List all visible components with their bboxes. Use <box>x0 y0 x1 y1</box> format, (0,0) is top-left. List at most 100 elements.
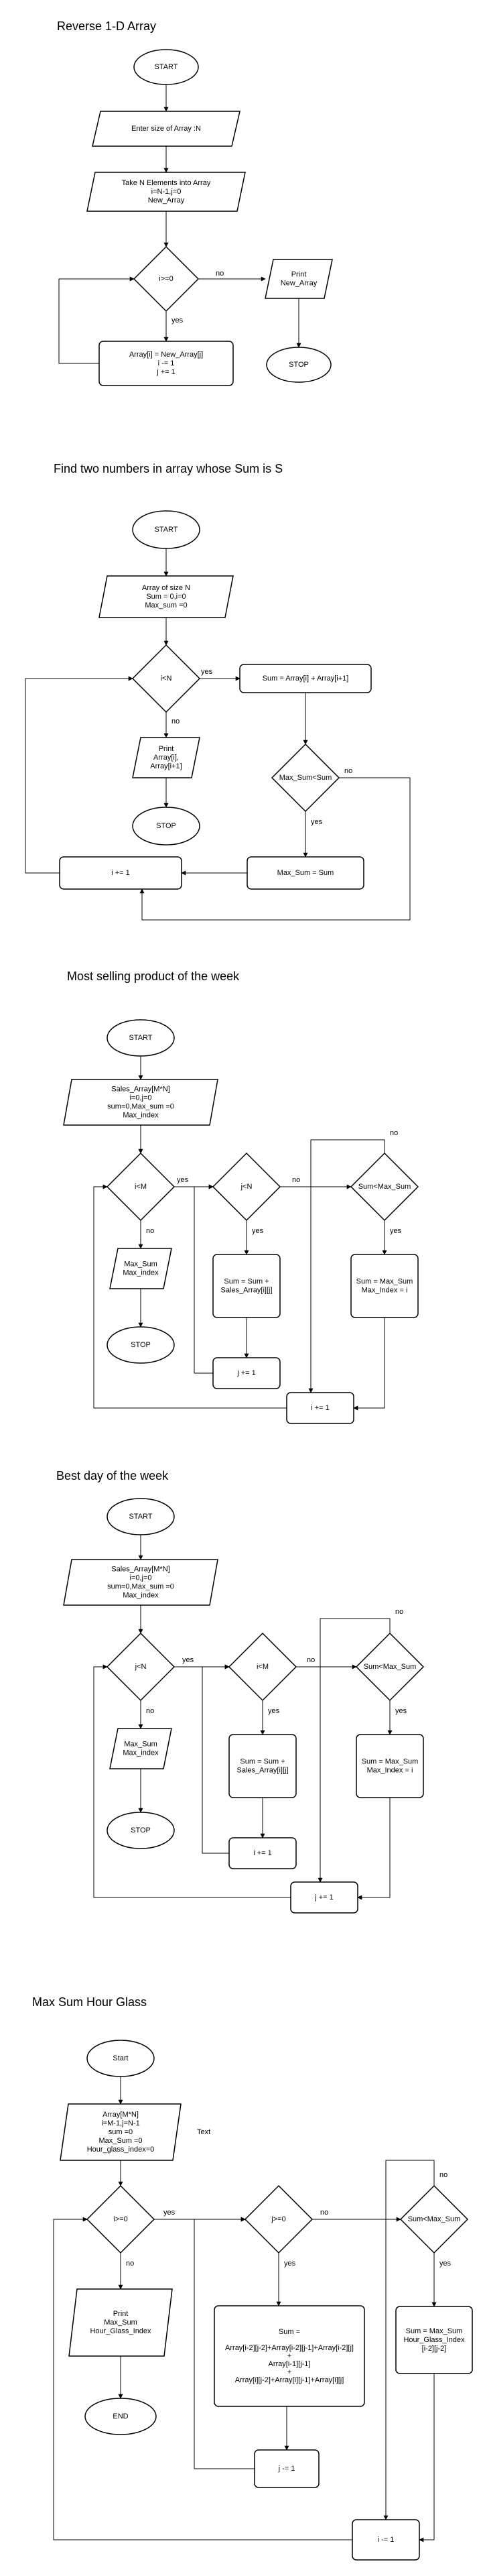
process-hour-glass-sum-line: + <box>287 2368 291 2376</box>
edge-label-no: no <box>146 1227 154 1235</box>
print-new-array <box>265 259 333 299</box>
decision-i-gte-0-line: i>=0 <box>159 275 173 283</box>
process-update-max-line: Sum = Max_Sum <box>406 2327 463 2335</box>
input-hour-glass-array-line: Max_Sum =0 <box>98 2137 142 2145</box>
process-swap-elements <box>98 341 234 386</box>
flowchart-title-3: Most selling product of the week <box>67 970 240 983</box>
process-accumulate-sum-line: Sales_Array[i][j] <box>220 1286 272 1294</box>
edge-label-yes: yes <box>439 2260 452 2268</box>
print-array-pair <box>132 737 200 778</box>
edge-max-to-i-dec <box>419 2374 435 2542</box>
stop-terminal <box>266 347 332 383</box>
flowchart-title-4: Best day of the week <box>56 1469 169 1482</box>
process-update-max <box>356 1734 424 1798</box>
input-sales-array-line: Sales_Array[M*N] <box>111 1085 169 1093</box>
start-terminal <box>107 1498 175 1535</box>
decision-sum-lt-max-sum <box>350 1152 419 1222</box>
start-terminal <box>132 510 200 549</box>
process-increment-i <box>59 856 182 890</box>
process-increment-i-line: i += 1 <box>253 1849 272 1857</box>
edge-loop-back <box>25 676 133 874</box>
edge-j-loop <box>194 2217 255 2469</box>
process-increment-i <box>228 1837 297 1869</box>
decision-i-lt-m-line: i<M <box>257 1663 269 1671</box>
flowchart-title-2: Find two numbers in array whose Sum is S <box>54 462 283 475</box>
edge-label-yes: yes <box>171 316 184 325</box>
connector-layer <box>25 84 437 2542</box>
edge-label-yes: yes <box>201 668 213 676</box>
start-terminal-line: START <box>129 1034 152 1042</box>
decision-i-lt-n <box>131 644 201 713</box>
process-hour-glass-sum-line: Array[i-2][j-2]+Array[i-2][j-1]+Array[i-… <box>225 2344 354 2352</box>
process-accumulate-sum-line: Sum = Sum + <box>240 1757 285 1765</box>
edge-j-loop <box>93 1664 291 1898</box>
edge-i-loop <box>93 1184 287 1409</box>
print-max-sum-hour-glass <box>68 2288 173 2357</box>
process-update-max <box>395 2306 473 2374</box>
edge-label-no: no <box>320 2209 328 2217</box>
process-increment-i-line: i += 1 <box>311 1404 330 1412</box>
decision-j-lt-n-line: j<N <box>240 1183 253 1191</box>
input-sales-array-line: i=0,j=0 <box>129 1574 151 1582</box>
input-array-elements-line: i=N-1,j=0 <box>151 188 182 196</box>
edge-i-loop <box>53 2217 352 2540</box>
decision-j-lt-n <box>212 1152 281 1222</box>
start-terminal <box>107 1019 175 1057</box>
print-max-sum-index-line: Max_index <box>123 1269 159 1277</box>
edge-loop-back <box>58 276 135 364</box>
stop-terminal-line: STOP <box>156 822 176 830</box>
edge-compare-no <box>308 1139 385 1393</box>
print-new-array-line: New_Array <box>281 279 318 287</box>
edge-label-yes: yes <box>284 2260 296 2268</box>
end-terminal-line: END <box>113 2412 128 2420</box>
decision-sum-lt-max-sum <box>355 1632 425 1702</box>
process-accumulate-sum <box>212 1254 281 1318</box>
input-sales-array-line: Max_index <box>123 1111 159 1119</box>
text-annotation: Text <box>197 2128 210 2136</box>
process-increment-i <box>286 1392 354 1424</box>
process-update-max-line: Sum = Max_Sum <box>356 1277 413 1285</box>
input-array-of-size-n-line: Array of size N <box>142 584 190 592</box>
input-sales-array-line: sum=0,Max_sum =0 <box>107 1102 174 1110</box>
process-update-max-line: Max_Index = i <box>367 1766 413 1774</box>
start-terminal-line: START <box>129 1513 152 1521</box>
process-update-max-sum <box>247 856 364 890</box>
input-array-elements-line: New_Array <box>148 196 185 204</box>
print-array-pair-line: Print <box>159 745 174 753</box>
input-sales-array-line: Max_index <box>123 1591 159 1599</box>
decision-j-lt-n <box>106 1632 176 1702</box>
process-decrement-j-line: j -= 1 <box>278 2465 295 2473</box>
edge-label-yes: yes <box>163 2209 176 2217</box>
decision-sum-lt-max-sum-line: Sum<Max_Sum <box>408 2215 461 2223</box>
process-update-max-sum-line: Max_Sum = Sum <box>277 869 334 877</box>
decision-j-gte-0-line: j>=0 <box>271 2215 285 2223</box>
input-hour-glass-array-line: i=M-1,j=N-1 <box>101 2119 139 2127</box>
input-sales-array-line: sum=0,Max_sum =0 <box>107 1582 174 1590</box>
print-max-sum-index <box>109 1248 172 1289</box>
edge-label-no: no <box>216 270 224 278</box>
process-accumulate-sum-line: Sum = Sum + <box>224 1277 269 1285</box>
input-sales-array <box>63 1559 218 1606</box>
stop-terminal <box>107 1326 175 1364</box>
process-hour-glass-sum <box>214 2305 365 2407</box>
edge-i-loop <box>202 1664 230 1854</box>
edge-label-no: no <box>439 2171 447 2179</box>
edge-max-to-i-inc <box>353 1318 385 1411</box>
edge-label-no: no <box>344 767 352 775</box>
print-max-sum-hour-glass-line: Print <box>113 2310 129 2318</box>
stop-terminal-line: STOP <box>289 361 309 369</box>
process-hour-glass-sum-line: + <box>287 2352 291 2360</box>
decision-i-lt-m-line: i<M <box>135 1183 147 1191</box>
start-terminal-line: Start <box>113 2054 128 2062</box>
print-array-pair-line: Array[i], <box>153 754 179 762</box>
print-max-sum-index-line: Max_Sum <box>124 1740 157 1748</box>
stop-terminal <box>107 1812 175 1849</box>
process-hour-glass-sum-line: Sum = <box>279 2328 300 2336</box>
process-compute-sum <box>239 664 372 693</box>
print-max-sum-index-line: Max_Sum <box>124 1260 157 1268</box>
process-increment-j-line: j += 1 <box>236 1369 256 1377</box>
process-decrement-j <box>254 2449 320 2488</box>
start-terminal-line: START <box>154 63 178 71</box>
edge-compare-no <box>383 2160 435 2520</box>
